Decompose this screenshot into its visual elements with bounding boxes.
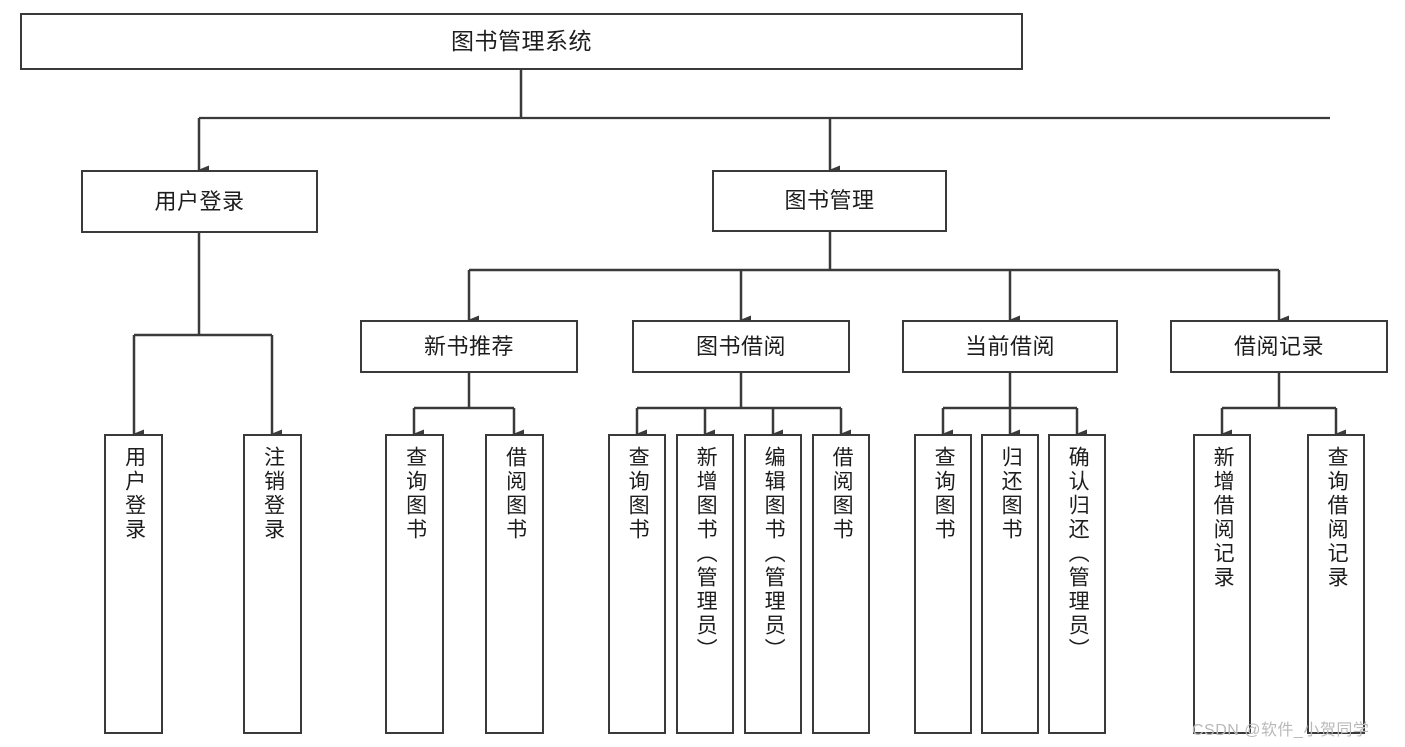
node-borrow-records[interactable]: 借阅记录 [1170,320,1388,373]
leaf-borrow-query-book[interactable]: 查询图书 [608,434,666,734]
node-label: 用户登录 [122,446,146,542]
node-new-book-recommend[interactable]: 新书推荐 [360,320,578,373]
leaf-borrow-edit-book-admin[interactable]: 编辑图书（管理员） [744,434,802,734]
node-label: 查询借阅记录 [1325,446,1349,590]
leaf-user-login[interactable]: 用户登录 [104,434,163,734]
leaf-logout[interactable]: 注销登录 [243,434,302,734]
node-user-login[interactable]: 用户登录 [81,170,318,233]
node-label: 图书管理系统 [451,28,592,55]
leaf-current-confirm-return-admin[interactable]: 确认归还（管理员） [1048,434,1106,734]
leaf-borrow-borrow-book[interactable]: 借阅图书 [812,434,870,734]
node-label: 借阅图书 [830,446,854,542]
leaf-current-return-book[interactable]: 归还图书 [981,434,1039,734]
node-label: 新增图书（管理员） [694,446,718,662]
node-label: 当前借阅 [964,333,1055,359]
node-label: 图书借阅 [695,333,786,359]
node-label: 用户登录 [154,188,245,214]
node-label: 新书推荐 [423,333,514,359]
node-label: 确认归还（管理员） [1066,446,1090,662]
leaf-recommend-borrow-book[interactable]: 借阅图书 [485,434,544,734]
node-label: 借阅图书 [503,446,527,542]
node-root-system[interactable]: 图书管理系统 [20,13,1023,70]
node-label: 图书管理 [784,188,875,214]
node-label: 查询图书 [932,446,956,542]
leaf-recommend-query-book[interactable]: 查询图书 [385,434,444,734]
node-label: 查询图书 [626,446,650,542]
leaf-records-add-record[interactable]: 新增借阅记录 [1193,434,1251,734]
node-label: 注销登录 [261,446,285,542]
node-book-borrow[interactable]: 图书借阅 [632,320,850,373]
node-current-borrow[interactable]: 当前借阅 [902,320,1118,373]
node-book-management[interactable]: 图书管理 [712,170,947,232]
watermark: CSDN @软件_小贺同学 [1192,722,1370,739]
node-label: 编辑图书（管理员） [762,446,786,662]
leaf-current-query-book[interactable]: 查询图书 [914,434,972,734]
node-label: 借阅记录 [1233,333,1324,359]
node-label: 归还图书 [999,446,1023,542]
node-label: 查询图书 [403,446,427,542]
leaf-borrow-add-book-admin[interactable]: 新增图书（管理员） [676,434,734,734]
node-label: 新增借阅记录 [1211,446,1235,590]
leaf-records-query-record[interactable]: 查询借阅记录 [1307,434,1365,734]
